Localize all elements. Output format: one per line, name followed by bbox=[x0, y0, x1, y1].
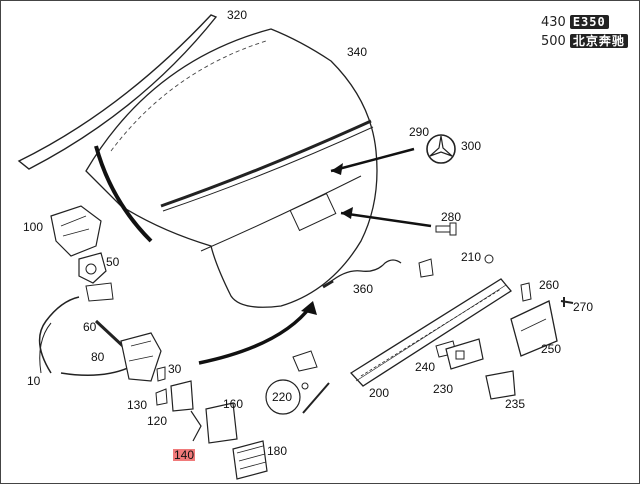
clip-210 bbox=[418, 258, 434, 278]
model-badge: E350 bbox=[569, 15, 609, 29]
callout-260[interactable]: 260 bbox=[539, 278, 560, 292]
callout-80[interactable]: 80 bbox=[91, 350, 105, 364]
control-module-180 bbox=[232, 440, 268, 480]
model-number: 500 bbox=[541, 34, 566, 49]
callout-160[interactable]: 160 bbox=[223, 397, 244, 411]
callout-235[interactable]: 235 bbox=[505, 397, 526, 411]
hinge-bracket bbox=[50, 205, 102, 257]
trunk-seal-left bbox=[94, 145, 153, 243]
model-number: 430 bbox=[541, 15, 566, 30]
callout-30[interactable]: 30 bbox=[168, 362, 182, 376]
callout-180[interactable]: 180 bbox=[267, 444, 288, 458]
callout-10[interactable]: 10 bbox=[27, 374, 41, 388]
wiring-360 bbox=[328, 259, 402, 284]
callout-340[interactable]: 340 bbox=[347, 45, 368, 59]
callout-280[interactable]: 280 bbox=[441, 210, 462, 224]
group-circle-220 bbox=[265, 379, 301, 415]
callout-270[interactable]: 270 bbox=[573, 300, 594, 314]
callout-300[interactable]: 300 bbox=[461, 139, 482, 153]
clip-30 bbox=[156, 366, 166, 382]
star-emblem bbox=[426, 134, 456, 164]
screw-270 bbox=[560, 297, 574, 307]
callout-60[interactable]: 60 bbox=[83, 320, 97, 334]
arrow-to-plate bbox=[340, 211, 432, 228]
screw-280 bbox=[435, 222, 457, 236]
license-plate-recess bbox=[289, 192, 337, 232]
switch-160 bbox=[205, 402, 238, 444]
callout-290[interactable]: 290 bbox=[409, 125, 430, 139]
bracket-235 bbox=[485, 370, 516, 400]
callout-240[interactable]: 240 bbox=[415, 360, 436, 374]
pin-220 bbox=[302, 382, 330, 414]
callout-220[interactable]: 220 bbox=[272, 390, 293, 404]
callout-200[interactable]: 200 bbox=[369, 386, 390, 400]
arrow-to-lid bbox=[198, 304, 313, 365]
trunk-lid bbox=[85, 28, 378, 308]
clip-130 bbox=[155, 388, 168, 406]
plate-holder-250 bbox=[510, 300, 558, 357]
callout-100[interactable]: 100 bbox=[23, 220, 44, 234]
trunk-handle-strip-200 bbox=[349, 278, 512, 387]
camera-230 bbox=[445, 338, 484, 370]
callout-360[interactable]: 360 bbox=[353, 282, 374, 296]
callout-230[interactable]: 230 bbox=[433, 382, 454, 396]
callout-120[interactable]: 120 bbox=[147, 414, 168, 428]
callout-210[interactable]: 210 bbox=[461, 250, 482, 264]
callout-320[interactable]: 320 bbox=[227, 8, 248, 22]
arrow-to-emblem bbox=[330, 147, 415, 173]
callout-140-highlighted[interactable]: 140 bbox=[173, 448, 196, 462]
model-badge: 北京奔驰 bbox=[569, 34, 628, 48]
trunk-trim-strip bbox=[160, 119, 372, 208]
handle-120 bbox=[170, 380, 194, 412]
callout-50[interactable]: 50 bbox=[106, 255, 120, 269]
latch-assembly bbox=[120, 332, 162, 382]
release-rod bbox=[94, 319, 128, 351]
callout-130[interactable]: 130 bbox=[127, 398, 148, 412]
cover-plate-220 bbox=[292, 350, 318, 372]
rear-spoiler bbox=[17, 14, 218, 170]
plate-bracket-260 bbox=[520, 282, 532, 302]
callout-250[interactable]: 250 bbox=[541, 342, 562, 356]
